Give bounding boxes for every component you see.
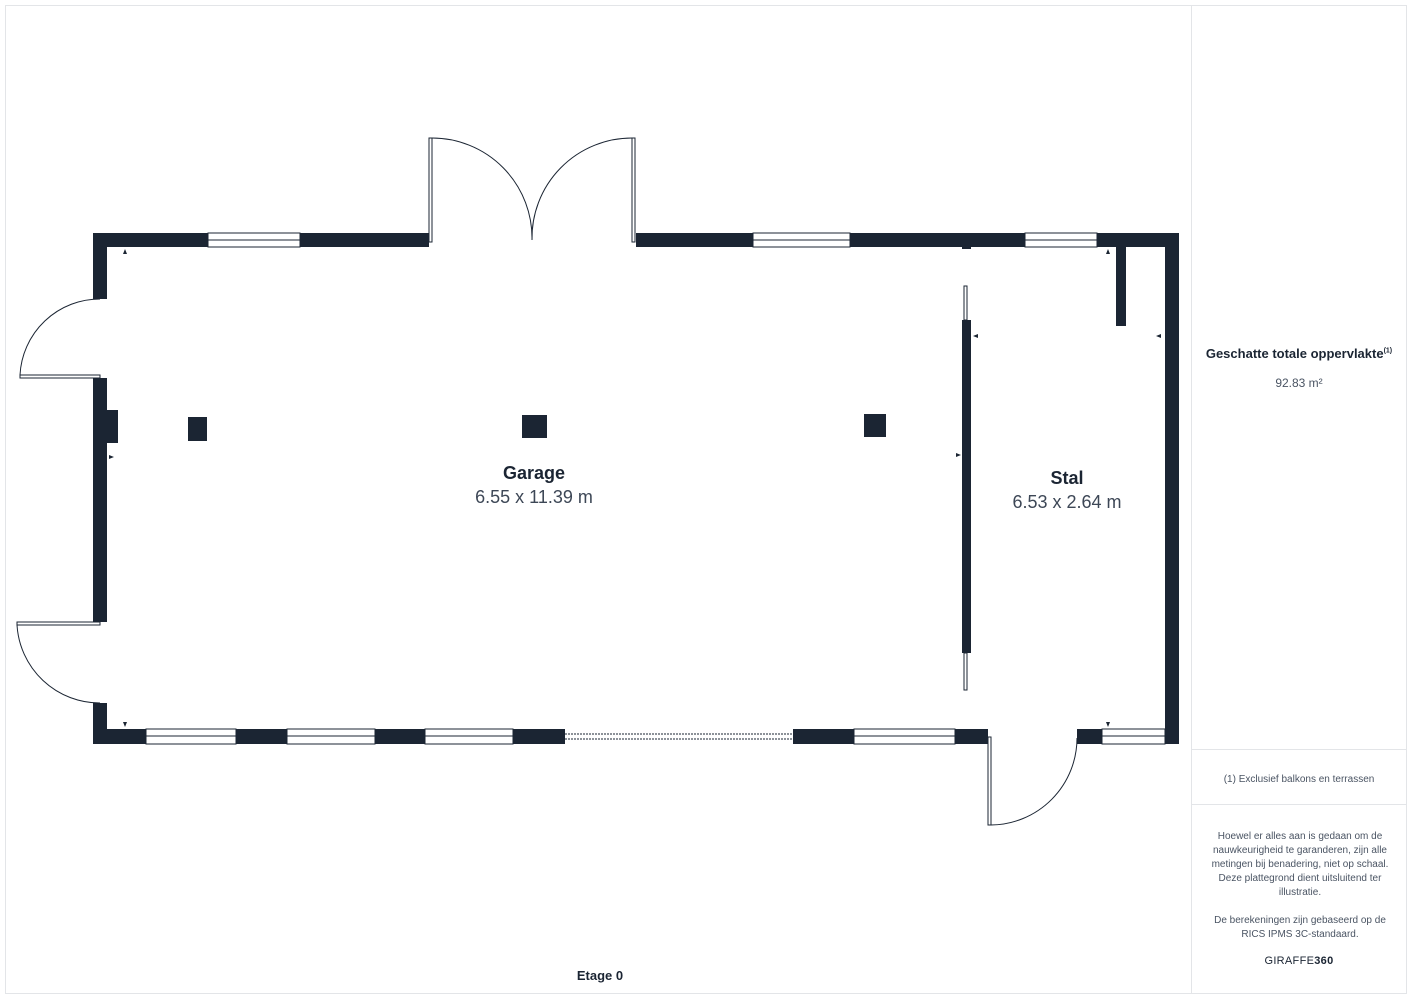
wall-bottom-5: [793, 729, 854, 744]
brand-prefix: GIRAFFE: [1264, 955, 1315, 967]
room-dimensions-stal: 6.53 x 2.64 m: [1012, 492, 1122, 512]
column-1: [188, 417, 207, 441]
wall-bottom-6: [955, 729, 988, 744]
wall-left-1: [93, 233, 107, 299]
panel-divider-2: [1192, 804, 1407, 805]
partition-door-bottom: [963, 652, 968, 691]
brand-logo: GIRAFFE360: [1192, 955, 1406, 967]
column-3: [864, 414, 886, 437]
panel-divider-1: [1192, 749, 1407, 750]
partition-wall: [962, 320, 971, 653]
wall-top-2: [300, 233, 429, 247]
wall-left-bump: [104, 410, 118, 443]
door-bottom-swing: [990, 737, 1078, 826]
door-top-right-swing: [531, 137, 633, 241]
area-value: 92.83 m²: [1275, 376, 1323, 390]
doors: [16, 137, 1078, 826]
markers: [109, 249, 1161, 727]
disclaimer-paragraph-1: Hoewel er alles aan is gedaan om de nauw…: [1211, 831, 1389, 898]
door-left-lower-swing: [16, 624, 101, 704]
wall-bottom-2: [236, 729, 287, 744]
wall-right-stub: [1116, 233, 1126, 326]
column-2: [522, 415, 547, 438]
walls: [93, 233, 1179, 744]
door-left-upper-leaf: [19, 374, 101, 379]
wall-right: [1165, 233, 1179, 744]
wall-bottom-7: [1077, 729, 1102, 744]
wall-bottom-3: [375, 729, 425, 744]
area-title: Geschatte totale oppervlakte(1): [1192, 346, 1406, 361]
room-name-garage: Garage: [502, 463, 566, 483]
brand-suffix: 360: [1314, 955, 1334, 967]
info-panel: Geschatte totale oppervlakte(1) 92.83 m²…: [1191, 5, 1407, 994]
area-footnote-mark: (1): [1383, 347, 1393, 355]
wall-top-3: [636, 233, 753, 247]
floor-label: Etage 0: [576, 968, 624, 983]
wall-left-2: [93, 378, 107, 622]
door-top-left-swing: [431, 137, 533, 241]
windows: [145, 232, 1166, 745]
door-bottom-leaf: [987, 736, 992, 826]
door-top-left-leaf: [428, 137, 433, 243]
door-left-upper-swing: [19, 298, 101, 376]
disclaimer: Hoewel er alles aan is gedaan om de nauw…: [1206, 830, 1394, 956]
partition-door-top: [963, 285, 968, 321]
footnote: (1) Exclusief balkons en terrassen: [1223, 774, 1375, 785]
room-name-stal: Stal: [1050, 468, 1084, 488]
wall-bottom-4: [513, 729, 565, 744]
door-left-lower-leaf: [16, 621, 101, 626]
wall-bottom-1: [93, 729, 146, 744]
disclaimer-paragraph-2: De berekeningen zijn gebaseerd op de RIC…: [1214, 915, 1386, 940]
page-frame: [5, 5, 1407, 994]
wall-top-4: [850, 233, 1025, 247]
door-top-right-leaf: [631, 137, 636, 243]
area-title-text: Geschatte totale oppervlakte: [1205, 346, 1384, 361]
room-dimensions-garage: 6.55 x 11.39 m: [475, 487, 593, 507]
partition-top-mark: [962, 244, 971, 249]
wall-top-1: [93, 233, 208, 247]
